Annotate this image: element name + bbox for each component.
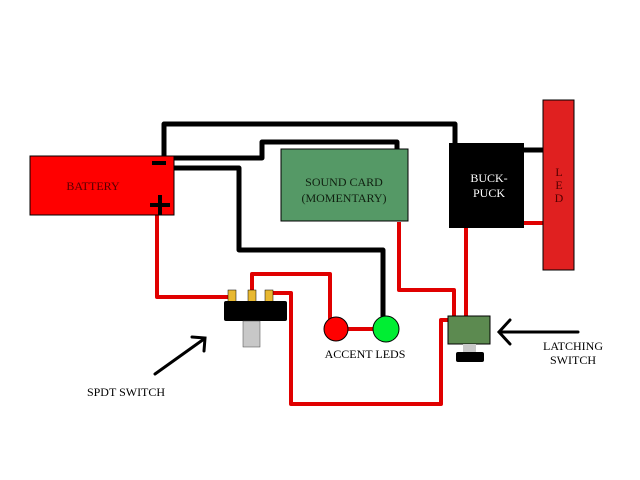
- arrow-to-spdt-switch-icon: [153, 335, 207, 376]
- wire-soundcard-to-latching: [397, 222, 456, 318]
- latching-button-icon: [456, 352, 484, 362]
- led-letter-d: D: [555, 191, 564, 205]
- spdt-switch: [224, 289, 287, 348]
- latching-switch-label-1: LATCHING: [543, 339, 603, 353]
- led-letter-l: L: [555, 165, 562, 179]
- battery-label: BATTERY: [66, 179, 120, 193]
- spdt-switch-label: SPDT SWITCH: [87, 385, 165, 399]
- buckpuck: BUCK- PUCK: [449, 143, 524, 228]
- wire-spdt-to-red-led: [250, 272, 332, 320]
- wire-battery-neg-to-green-led: [169, 165, 386, 321]
- latching-switch-label-2: SWITCH: [550, 353, 596, 367]
- latching-switch: [447, 315, 491, 362]
- arrow-to-latching-switch-icon: [496, 318, 580, 346]
- accent-led-red: [323, 316, 349, 342]
- buckpuck-label-2: PUCK: [473, 186, 505, 200]
- wire-battery-pos-to-spdt: [155, 215, 232, 299]
- sound-card: SOUND CARD (MOMENTARY): [280, 148, 409, 222]
- wire-battery-neg-to-buckpuck: [161, 121, 458, 163]
- led-strip: L E D: [542, 99, 575, 271]
- spdt-pin-3: [264, 289, 274, 303]
- accent-led-green: [372, 315, 400, 343]
- sound-card-label-2: (MOMENTARY): [301, 191, 386, 205]
- sound-card-label-1: SOUND CARD: [305, 175, 383, 189]
- spdt-pin-1: [227, 289, 237, 303]
- led-letter-e: E: [555, 178, 562, 192]
- buckpuck-label-1: BUCK-: [470, 171, 507, 185]
- spdt-pin-2: [247, 289, 257, 303]
- accent-leds-label: ACCENT LEDS: [325, 347, 406, 361]
- wire-battery-neg-to-soundcard: [169, 139, 400, 161]
- battery: BATTERY: [29, 155, 175, 216]
- spdt-toggle-icon: [242, 320, 261, 348]
- wire-spdt-to-latching: [268, 291, 455, 406]
- battery-negative-terminal-icon: [152, 161, 166, 165]
